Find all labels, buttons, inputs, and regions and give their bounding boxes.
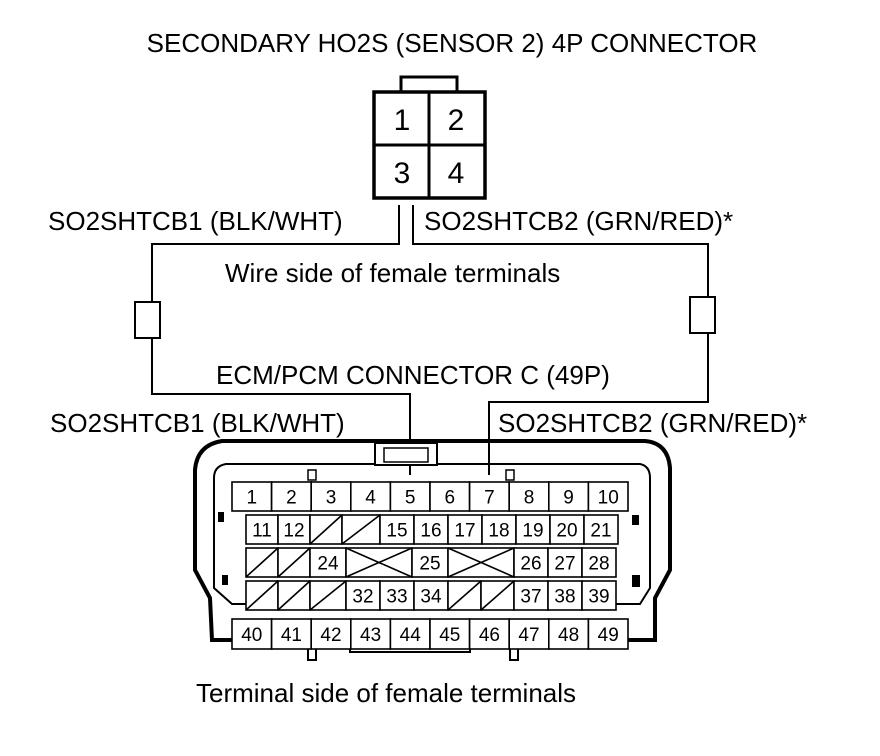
terminal-5-box <box>389 481 431 512</box>
terminal-49-box <box>587 618 629 650</box>
sensor-4p-connector: 1 2 3 4 <box>372 75 487 200</box>
terminal-21-box <box>583 514 619 545</box>
sensor-pin-2: 2 <box>448 104 465 137</box>
terminal-47: 47 <box>518 625 539 646</box>
sensor-pin-1: 1 <box>394 104 411 137</box>
terminal-32: 32 <box>352 587 373 608</box>
terminal-4: 4 <box>365 488 376 509</box>
terminal-26: 26 <box>520 554 541 575</box>
terminal-15: 15 <box>386 521 407 542</box>
blank-slot-mark <box>447 580 482 611</box>
terminal-45-box <box>429 618 471 650</box>
terminal-8: 8 <box>524 488 535 509</box>
terminal-1-box <box>231 481 273 512</box>
terminal-1: 1 <box>247 488 258 509</box>
sensor-connector-title: SECONDARY HO2S (SENSOR 2) 4P CONNECTOR <box>147 28 758 58</box>
terminal-43-box <box>349 618 392 650</box>
terminal-42: 42 <box>320 625 341 646</box>
sensor-pin-4: 4 <box>448 157 465 190</box>
terminal-46: 46 <box>479 625 500 646</box>
terminal-7-box <box>468 481 511 512</box>
terminal-3: 3 <box>326 488 337 509</box>
terminal-5: 5 <box>405 488 416 509</box>
terminal-34: 34 <box>420 587 442 608</box>
terminal-18: 18 <box>488 521 509 542</box>
wire-label-left-top: SO2SHTCB1 (BLK/WHT) <box>48 206 343 236</box>
terminal-45: 45 <box>439 625 460 646</box>
terminal-37: 37 <box>520 587 541 608</box>
terminal-48-box <box>547 618 590 650</box>
wire-label-left-ecm: SO2SHTCB1 (BLK/WHT) <box>50 408 345 438</box>
terminal-21: 21 <box>590 521 611 542</box>
terminal-9: 9 <box>563 488 574 509</box>
blank-slot-mark <box>309 514 343 545</box>
wire-right <box>412 205 716 475</box>
terminal-19: 19 <box>522 521 543 542</box>
ecm-49p-connector <box>193 439 672 661</box>
terminal-33: 33 <box>386 587 407 608</box>
connector-latch <box>399 75 459 94</box>
terminal-2: 2 <box>286 488 297 509</box>
terminal-10: 10 <box>598 488 619 509</box>
terminal-3-box <box>310 481 352 512</box>
blank-slot-mark <box>309 580 347 611</box>
blank-slot-mark <box>277 580 311 611</box>
terminal-6: 6 <box>445 488 456 509</box>
terminal-28-box <box>581 547 617 578</box>
terminal-12-box <box>277 514 311 545</box>
blank-slot-mark <box>345 547 413 578</box>
terminal-39-box <box>581 580 617 611</box>
terminal-24-box <box>309 547 347 578</box>
ecm-view-label: Terminal side of female terminals <box>196 678 576 708</box>
blank-slot-mark <box>341 514 381 545</box>
terminal-46-box <box>468 618 511 650</box>
ecm-connector-title: ECM/PCM CONNECTOR C (49P) <box>216 360 610 390</box>
terminal-6-box <box>429 481 471 512</box>
terminal-25: 25 <box>419 554 440 575</box>
terminal-43: 43 <box>360 625 381 646</box>
wire-left <box>134 205 411 475</box>
terminal-33-box <box>379 580 415 611</box>
terminal-44: 44 <box>400 625 422 646</box>
terminal-10-box <box>587 481 629 512</box>
sensor-view-label: Wire side of female terminals <box>225 258 560 288</box>
blank-slot-mark <box>277 547 311 578</box>
terminal-16-box <box>413 514 449 545</box>
blank-slot-mark <box>480 580 515 611</box>
blank-slot-mark <box>447 547 515 578</box>
terminal-40: 40 <box>241 625 262 646</box>
terminal-28: 28 <box>588 554 609 575</box>
terminal-37-box <box>513 580 549 611</box>
terminal-19-box <box>515 514 551 545</box>
terminal-11: 11 <box>252 521 272 542</box>
sensor-pin-3: 3 <box>394 157 411 190</box>
terminal-41-box <box>270 618 313 650</box>
terminal-32-box <box>345 580 381 611</box>
terminal-9-box <box>547 481 590 512</box>
terminal-16: 16 <box>420 521 441 542</box>
terminal-48: 48 <box>558 625 579 646</box>
terminal-39: 39 <box>588 587 609 608</box>
terminal-26-box <box>513 547 549 578</box>
terminal-12: 12 <box>283 521 304 542</box>
blank-slot-mark <box>245 580 279 611</box>
terminal-20: 20 <box>556 521 577 542</box>
terminal-24: 24 <box>317 554 339 575</box>
wire-label-right-top: SO2SHTCB2 (GRN/RED)* <box>424 206 733 236</box>
terminal-11-box <box>245 514 279 545</box>
terminal-42-box <box>310 618 352 650</box>
terminal-38: 38 <box>554 587 575 608</box>
terminal-41: 41 <box>281 625 302 646</box>
wire-label-right-ecm: SO2SHTCB2 (GRN/RED)* <box>498 408 807 438</box>
terminal-17: 17 <box>454 521 475 542</box>
terminal-27: 27 <box>554 554 575 575</box>
terminal-7: 7 <box>484 488 495 509</box>
terminal-49: 49 <box>598 625 619 646</box>
blank-slot-mark <box>245 547 279 578</box>
